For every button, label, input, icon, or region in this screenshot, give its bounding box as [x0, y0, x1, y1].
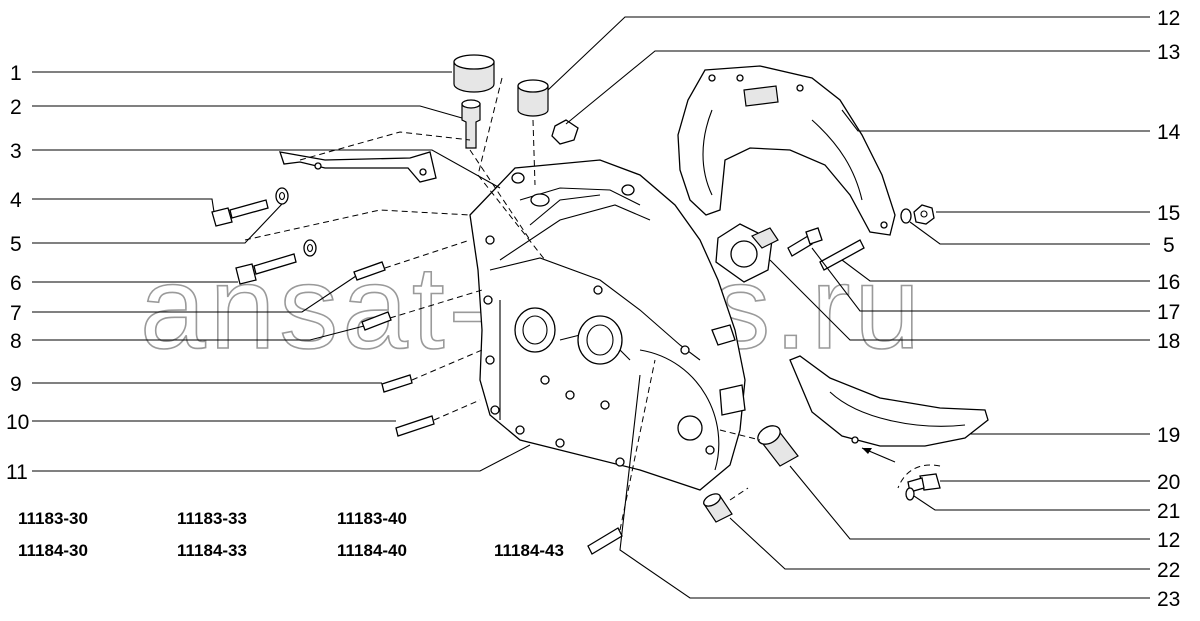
leader-lines-left	[32, 71, 531, 472]
callout-label: 10	[6, 411, 29, 434]
part-washer-21	[905, 487, 915, 501]
callout-label: 1	[10, 62, 22, 85]
callout-numbers-left: 1 2 3 4 5 6 7 8 9 10 11	[6, 62, 29, 484]
callout-label: 8	[10, 330, 22, 353]
part-bush-12-top	[517, 79, 549, 117]
callout-label: 23	[1157, 588, 1180, 611]
part-sensor-2	[461, 99, 481, 149]
callout-label: 12	[1157, 7, 1180, 30]
callout-label: 18	[1157, 330, 1180, 353]
part-stud-16	[819, 239, 865, 271]
part-bolt-17	[787, 227, 823, 257]
model-codes: 11183-30 11183-33 11183-40 11184-30 1118…	[18, 509, 564, 560]
callout-label: 9	[10, 373, 22, 396]
callout-label: 16	[1157, 271, 1180, 294]
model-code: 11184-40	[337, 541, 407, 560]
callout-label: 5	[1163, 234, 1175, 257]
part-bracket-3	[279, 151, 437, 183]
model-code: 11184-43	[494, 541, 564, 560]
part-washer-5a	[275, 187, 289, 205]
part-dowel-22	[703, 493, 733, 523]
model-code: 11183-30	[18, 509, 88, 528]
callout-label: 22	[1157, 559, 1180, 582]
callout-label: 19	[1157, 424, 1180, 447]
part-cover-plate-14	[677, 65, 896, 236]
part-stud-10	[395, 415, 435, 437]
part-stud-23	[587, 527, 623, 555]
callout-label: 5	[10, 233, 22, 256]
part-cap-1	[453, 54, 495, 93]
part-clip-13	[551, 119, 579, 145]
callout-label: 21	[1157, 500, 1180, 523]
model-code: 11184-33	[177, 541, 247, 560]
callout-label: 2	[10, 96, 22, 119]
callout-label: 3	[10, 140, 22, 163]
callout-label: 13	[1157, 41, 1180, 64]
part-bolt-4	[211, 199, 269, 227]
part-nut-15	[913, 204, 935, 225]
callout-label: 20	[1157, 471, 1180, 494]
callout-label: 15	[1157, 202, 1180, 225]
part-bolt-6	[235, 253, 297, 285]
model-code: 11184-30	[18, 541, 88, 560]
part-guide-flange-18	[715, 223, 779, 283]
model-code: 11183-40	[337, 509, 407, 528]
part-washer-5c	[900, 208, 912, 224]
part-stud-8	[361, 311, 392, 331]
part-washer-5b	[303, 239, 317, 257]
callout-label: 11	[6, 461, 28, 484]
part-bolt-20	[907, 473, 941, 493]
callout-numbers-right: 12 13 14 15 5 16 17 18 19 20 21 12 22 23	[1157, 7, 1181, 611]
callout-label: 14	[1157, 121, 1181, 144]
callout-label: 17	[1157, 301, 1180, 324]
callout-label: 12	[1157, 529, 1180, 552]
leader-lines-right	[547, 16, 1150, 599]
callout-label: 7	[10, 302, 22, 325]
part-bush-12-bottom	[757, 425, 799, 467]
clutch-housing	[469, 159, 746, 491]
model-code: 11183-33	[177, 509, 247, 528]
part-stud-7	[353, 261, 386, 281]
part-lower-cover-19	[789, 355, 989, 447]
part-stud-9	[381, 374, 413, 393]
callout-label: 6	[10, 272, 22, 295]
callout-label: 4	[10, 189, 22, 212]
